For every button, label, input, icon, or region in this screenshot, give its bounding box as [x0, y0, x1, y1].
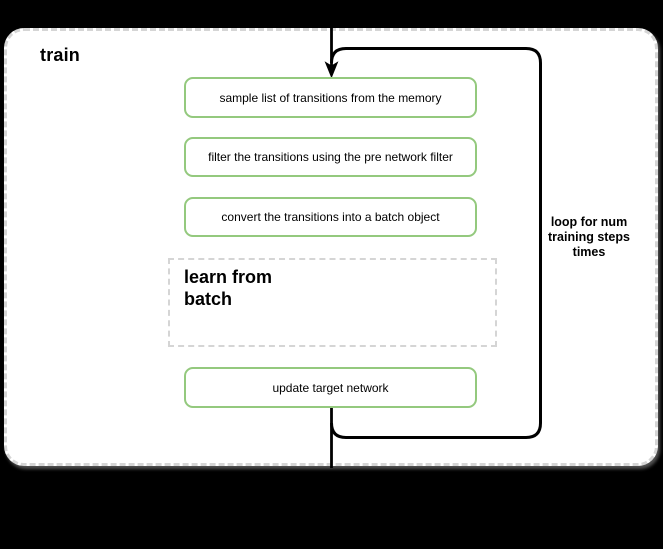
loop-annotation: loop for num training steps times	[548, 215, 630, 259]
step-filter-transitions: filter the transitions using the pre net…	[184, 137, 477, 177]
step-update-target-network: update target network	[184, 367, 477, 408]
learn-from-batch-label: learn from batch	[184, 267, 273, 309]
step-sample-transitions: sample list of transitions from the memo…	[184, 77, 477, 118]
train-container-label: train	[40, 45, 81, 65]
learn-from-batch-block: learn from batch	[168, 258, 497, 347]
step-convert-batch: convert the transitions into a batch obj…	[184, 197, 477, 237]
